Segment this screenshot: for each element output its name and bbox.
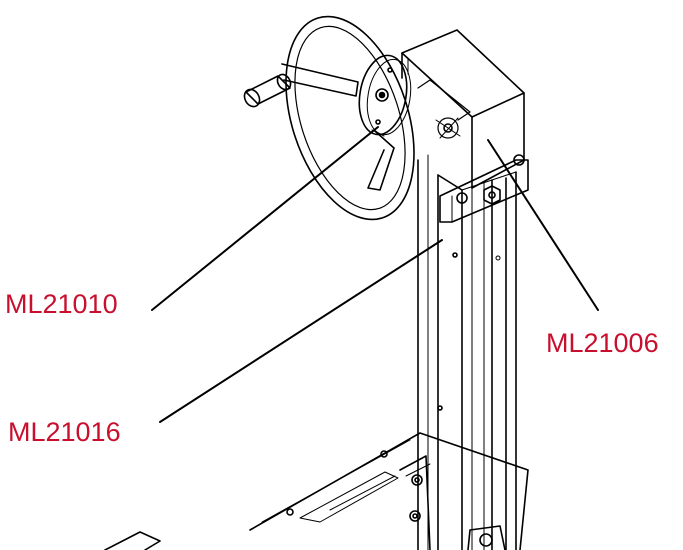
handwheel (281, 15, 415, 221)
leader-line-ml21016 (159, 239, 443, 423)
gearbox-housing (401, 29, 525, 189)
leader-lines (151, 126, 599, 423)
crank-handle (243, 73, 292, 108)
callout-label-gearbox: ML21006 (546, 328, 659, 358)
callout-label-handwheel: ML21010 (5, 289, 118, 319)
leader-line-ml21010 (151, 126, 379, 311)
base-plate (104, 432, 529, 550)
leader-line-ml21006 (487, 139, 599, 311)
callout-label-column: ML21016 (8, 417, 121, 447)
lower-bracket (399, 455, 506, 550)
vertical-column (417, 154, 517, 550)
